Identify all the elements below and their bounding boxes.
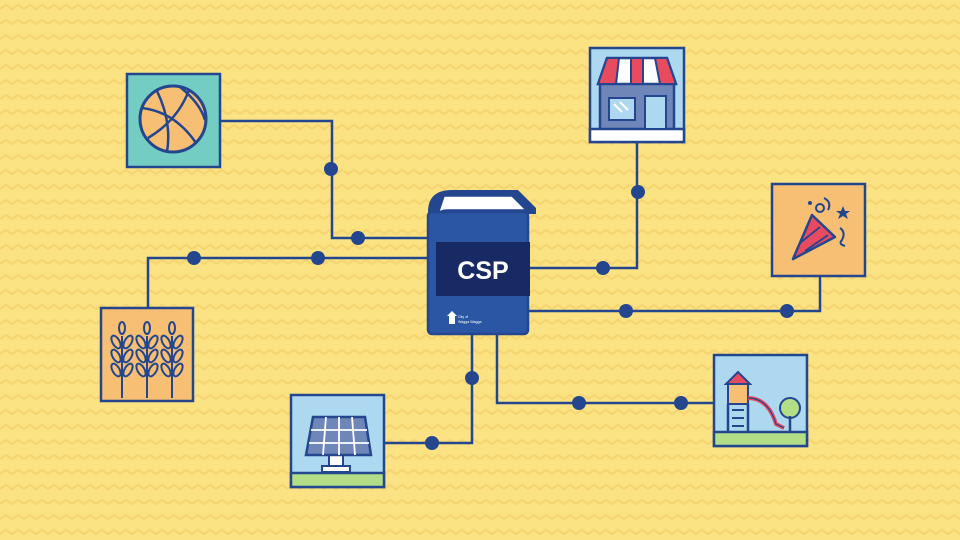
connector-dots	[187, 162, 794, 450]
node-playground[interactable]	[712, 353, 809, 448]
csp-label: CSP	[457, 257, 508, 285]
csp-label-box	[436, 242, 530, 296]
node-wheat[interactable]	[99, 306, 195, 403]
council-logo: City of Wagga Wagga	[447, 311, 482, 324]
line-shop	[528, 142, 639, 270]
connector-dot	[780, 304, 794, 318]
line-playground	[495, 334, 714, 405]
connector-dot	[187, 251, 201, 265]
svg-text:City of: City of	[458, 315, 468, 319]
connector-dot	[311, 251, 325, 265]
connector-dot	[425, 436, 439, 450]
line-wheat	[146, 256, 428, 308]
connector-dot	[631, 185, 645, 199]
basketball-icon	[138, 84, 208, 154]
connector-dot	[324, 162, 338, 176]
connector-dot	[465, 371, 479, 385]
line-solar	[384, 334, 474, 445]
connector-dot	[619, 304, 633, 318]
node-shop[interactable]	[588, 46, 686, 144]
playground-icon	[723, 370, 801, 432]
connector-dot	[351, 231, 365, 245]
connector-dot	[596, 261, 610, 275]
node-solar[interactable]	[289, 393, 386, 489]
connector-dot	[674, 396, 688, 410]
wheat-icon	[110, 321, 184, 398]
solar-panel-icon	[304, 415, 373, 473]
party-popper-icon	[791, 197, 850, 261]
line-basketball	[220, 119, 428, 240]
csp-book[interactable]: CSP City of Wagga Wagga	[426, 190, 536, 336]
svg-text:Wagga Wagga: Wagga Wagga	[458, 320, 482, 324]
node-basketball[interactable]	[125, 72, 222, 169]
connector-dot	[572, 396, 586, 410]
shop-icon	[588, 56, 686, 144]
node-party[interactable]	[770, 182, 867, 278]
